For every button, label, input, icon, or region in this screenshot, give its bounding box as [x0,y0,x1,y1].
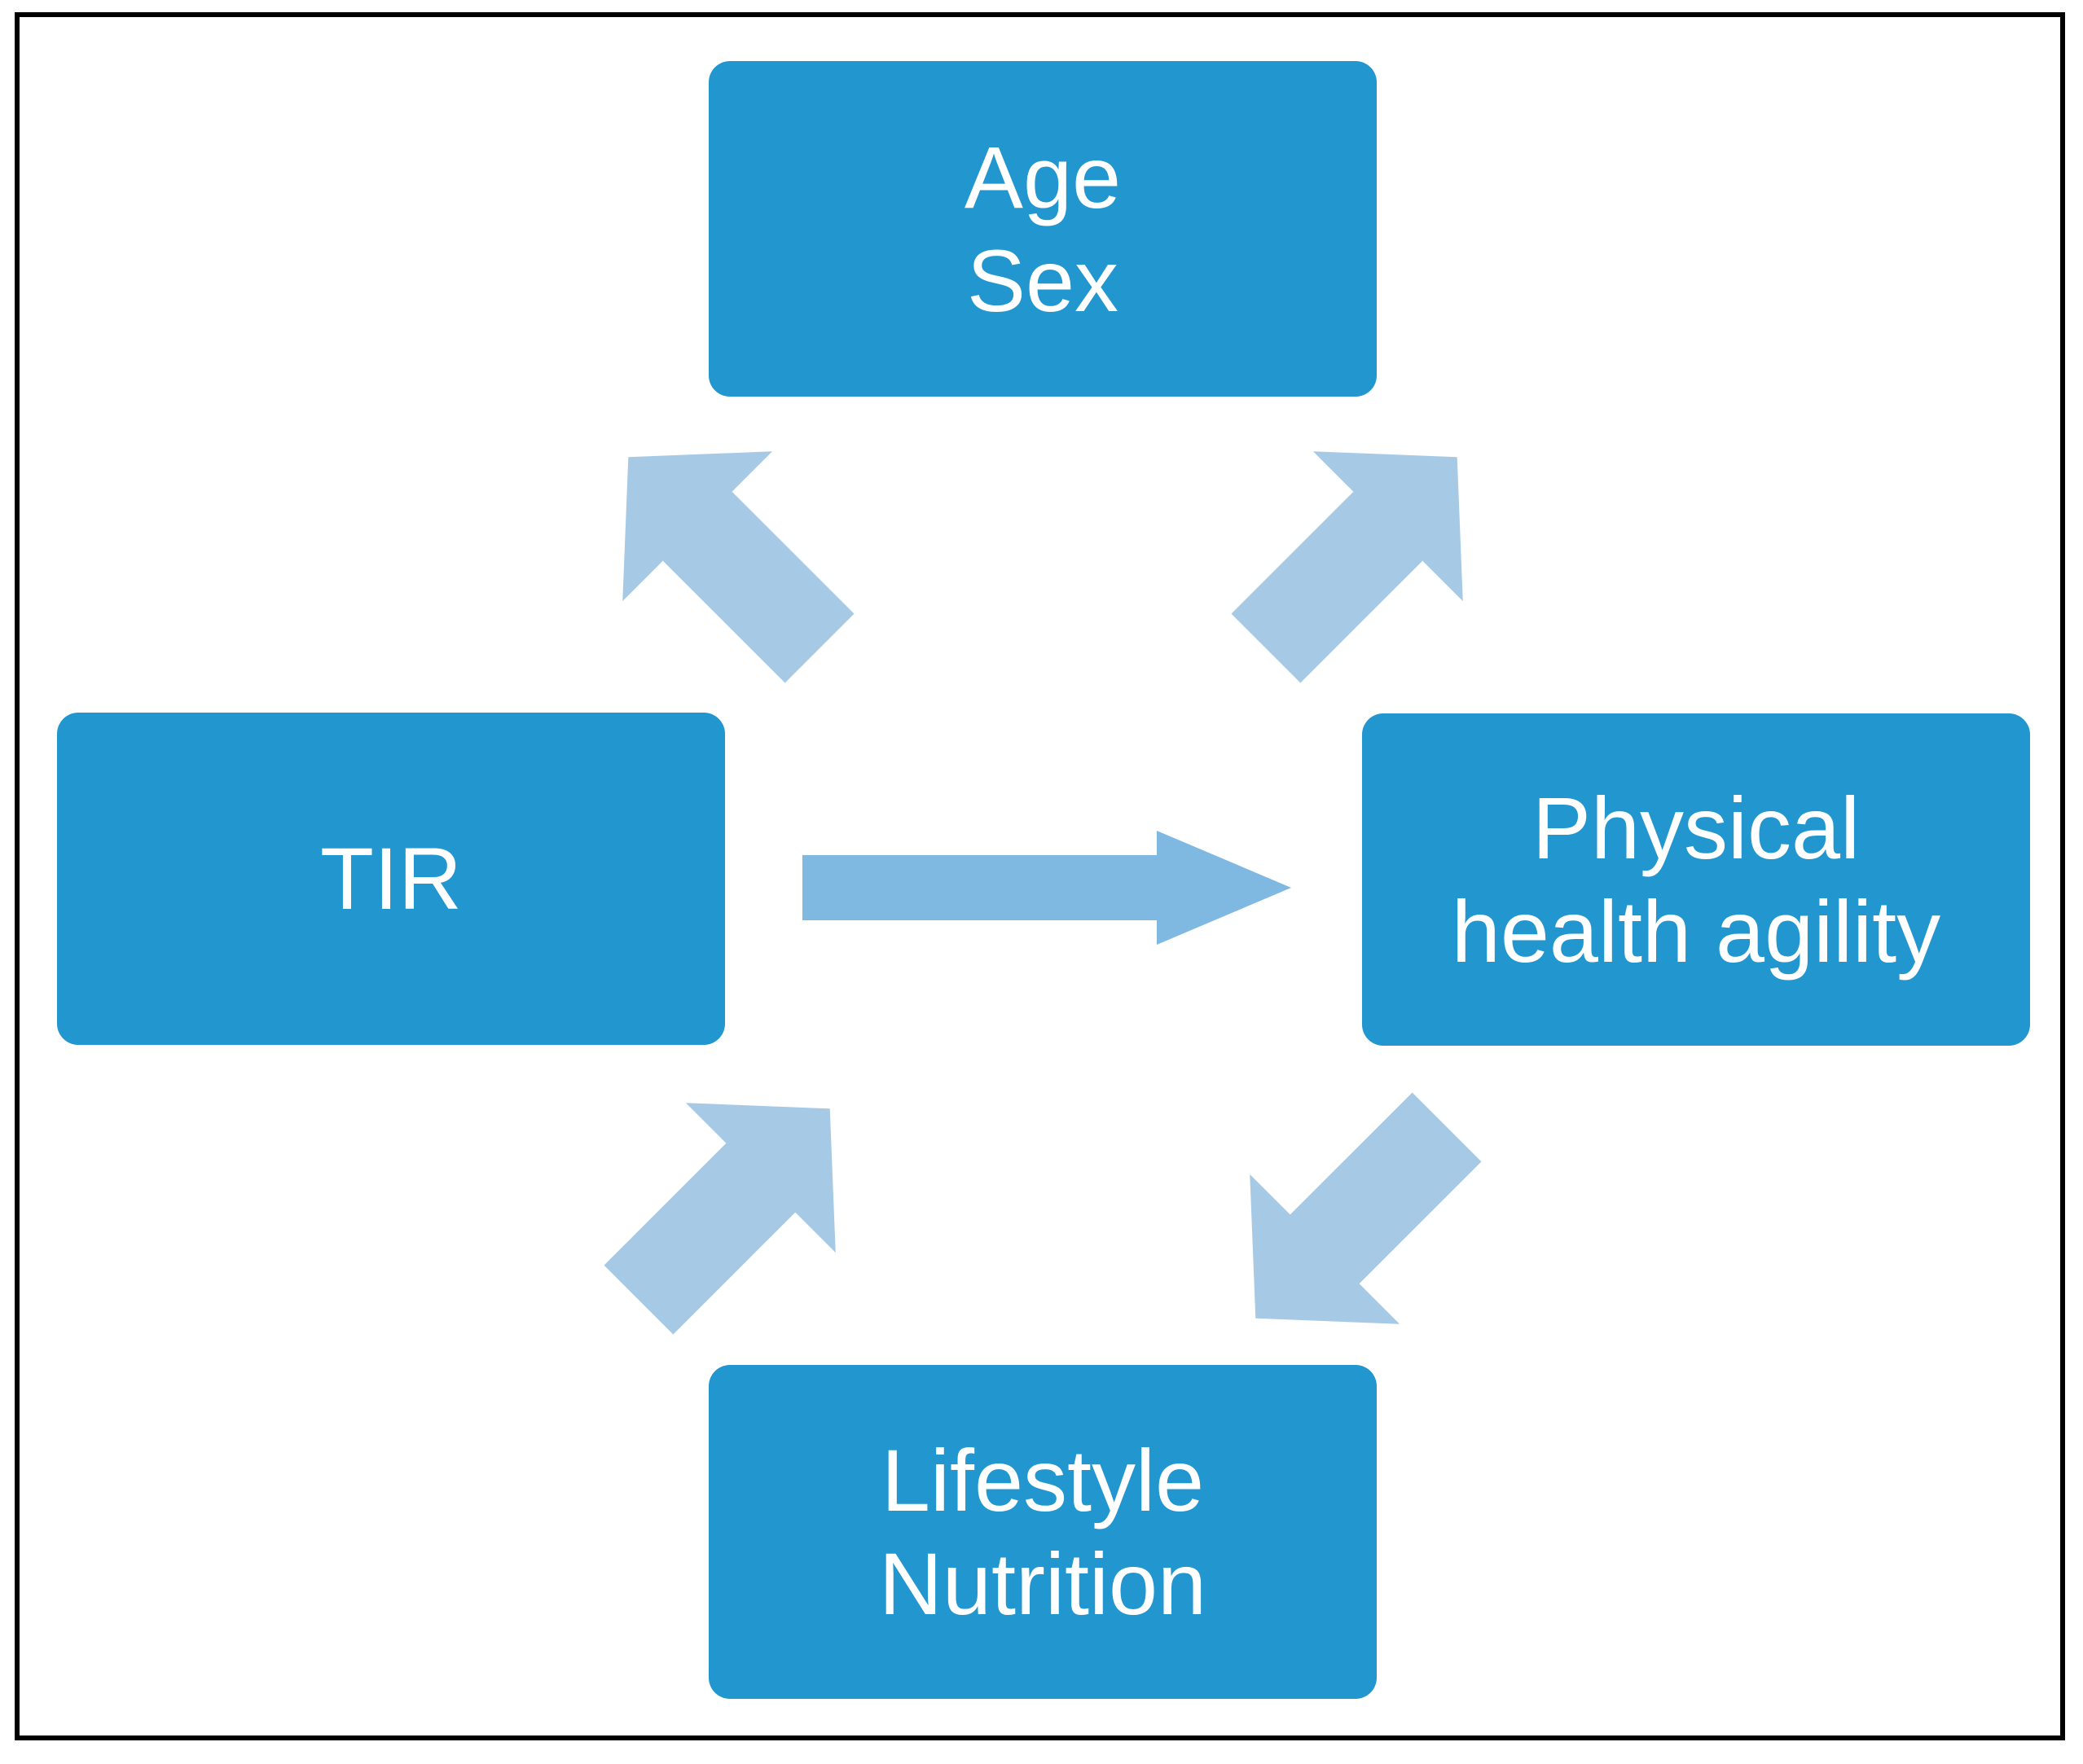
node-age-sex-line1: Age [964,127,1122,226]
arrow-tir-to-physical [802,831,1291,945]
arrow-age-sex-to-physical [1189,399,1515,725]
node-physical-line2: health agility [1451,882,1941,981]
node-lifestyle-line1: Lifestyle [881,1430,1205,1529]
arrow-age-sex-to-tir [570,399,896,725]
node-age-sex[interactable]: Age Sex [709,61,1377,397]
node-age-sex-line2: Sex [966,231,1119,330]
node-physical-line1: Physical [1531,778,1861,877]
arrow-lifestyle-to-physical [1198,1051,1523,1376]
node-tir-line1: TIR [320,829,462,928]
node-lifestyle-nutrition[interactable]: Lifestyle Nutrition [709,1365,1377,1699]
node-physical-health-agility[interactable]: Physical health agility [1362,713,2030,1046]
arrow-tir-to-lifestyle [562,1051,888,1376]
node-tir[interactable]: TIR [57,713,725,1045]
node-lifestyle-line2: Nutrition [878,1534,1207,1633]
